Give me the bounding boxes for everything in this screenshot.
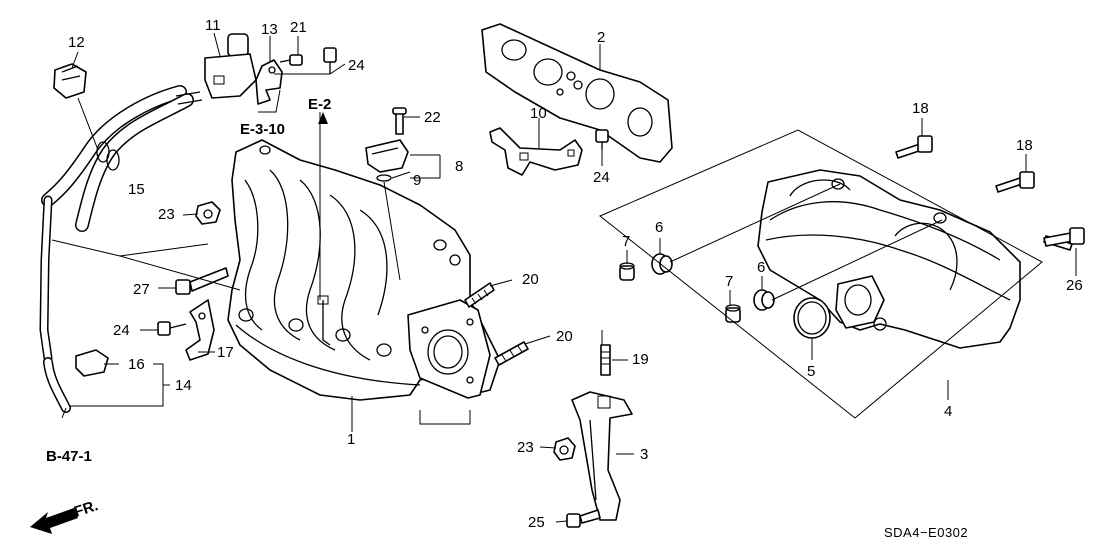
- callout-20-upper: 20: [522, 271, 539, 288]
- callout-25: 25: [528, 514, 545, 531]
- callout-10: 10: [530, 105, 547, 122]
- bolt-21: [279, 54, 303, 66]
- ref-e3-10: E-3-10: [240, 121, 285, 138]
- callout-4: 4: [944, 403, 952, 420]
- breather-hose: [39, 85, 194, 413]
- collar-7-left: [619, 262, 635, 281]
- callout-15: 15: [128, 181, 145, 198]
- ref-e2: E-2: [308, 96, 331, 113]
- callout-7-right: 7: [725, 273, 733, 290]
- bracket-17: [185, 299, 215, 361]
- callout-11: 11: [205, 17, 221, 34]
- intake-manifold: [227, 139, 501, 401]
- ref-b47-1: B-47-1: [46, 448, 92, 465]
- clip-12: [53, 63, 87, 99]
- callout-6-left: 6: [655, 219, 663, 236]
- callout-22: 22: [424, 109, 441, 126]
- ref-arrow-e2: [318, 112, 328, 124]
- map-sensor: [365, 107, 409, 182]
- bolt-18-lower: [995, 171, 1035, 193]
- callout-8: 8: [455, 158, 463, 175]
- callout-18-lower: 18: [1016, 137, 1033, 154]
- group-outline-4: [599, 129, 1043, 419]
- callout-9: 9: [413, 172, 421, 189]
- callout-18-upper: 18: [912, 100, 929, 117]
- stud-20-lower: [494, 341, 529, 366]
- callout-19: 19: [632, 351, 649, 368]
- diagram-code: SDA4−E0302: [884, 525, 968, 540]
- callout-27: 27: [133, 281, 150, 298]
- bolt-25: [566, 509, 601, 528]
- bolt-18-upper: [895, 135, 933, 159]
- callout-16: 16: [128, 356, 145, 373]
- callout-3: 3: [640, 446, 648, 463]
- callout-26: 26: [1066, 277, 1083, 294]
- callout-17: 17: [217, 344, 234, 361]
- manifold-stay: [571, 391, 633, 521]
- callout-21: 21: [290, 19, 307, 36]
- callout-24-lower: 24: [113, 322, 130, 339]
- callout-23-lower: 23: [517, 439, 534, 456]
- callout-24-top: 24: [348, 57, 365, 74]
- leader-lines: [51, 32, 1077, 523]
- callout-12: 12: [68, 34, 85, 51]
- clamp-16: [75, 349, 109, 377]
- callout-7-left: 7: [622, 233, 630, 250]
- callout-1: 1: [347, 431, 355, 448]
- callout-6-right: 6: [757, 259, 765, 276]
- bracket-10: [489, 127, 583, 176]
- front-label: FR.: [72, 497, 100, 521]
- callout-2: 2: [597, 29, 605, 46]
- callout-5: 5: [807, 363, 815, 380]
- bolt-24-top: [323, 47, 337, 74]
- o-ring-5: [793, 297, 831, 339]
- nut-23-lower: [553, 437, 576, 461]
- stud-19: [600, 344, 611, 376]
- bolt-24-mid: [595, 129, 609, 150]
- solenoid-valve: [175, 33, 257, 105]
- collar-7-right: [725, 304, 741, 323]
- callout-24-mid: 24: [593, 169, 610, 186]
- callout-23-left: 23: [158, 206, 175, 223]
- callout-13: 13: [261, 21, 278, 38]
- callout-14: 14: [175, 377, 192, 394]
- stud-27: [175, 267, 229, 295]
- bolt-24-lower: [157, 321, 187, 336]
- bracket-13: [255, 59, 283, 105]
- bolt-26: [1043, 227, 1085, 251]
- stud-20-upper: [464, 282, 495, 308]
- front-arrow-icon: [30, 508, 78, 534]
- grommet-6-right: [753, 289, 775, 311]
- nut-23-left: [195, 201, 221, 225]
- callout-20-lower: 20: [556, 328, 573, 345]
